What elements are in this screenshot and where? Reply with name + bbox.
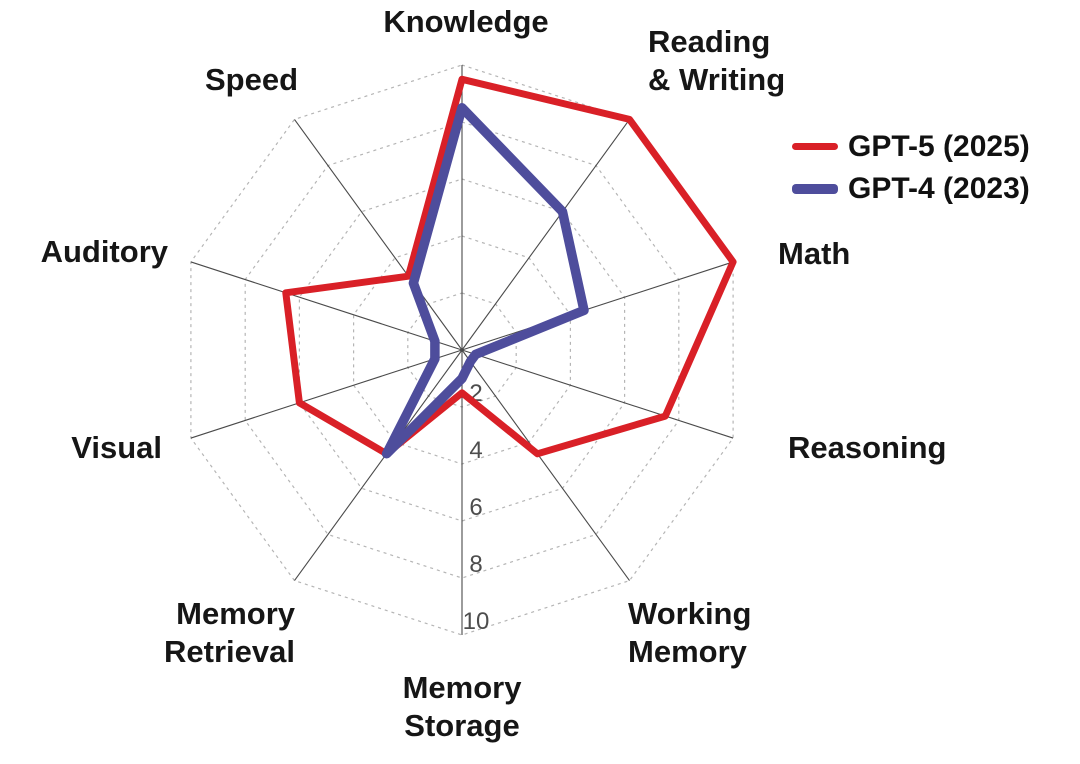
legend-item-gpt4: GPT-4 (2023)	[792, 172, 1030, 205]
gpt4-line-swatch	[792, 183, 838, 194]
chart-legend: GPT-5 (2025) GPT-4 (2023)	[792, 130, 1030, 205]
series-line-gpt5	[282, 75, 737, 458]
legend-label-gpt4: GPT-4 (2023)	[848, 172, 1030, 205]
category-label: Reading& Writing	[648, 24, 785, 97]
category-label: Auditory	[41, 234, 169, 269]
radial-tick-label: 4	[469, 437, 482, 464]
radial-tick-label: 6	[469, 494, 482, 521]
grid-spoke	[190, 261, 463, 351]
series-line-gpt4	[381, 103, 589, 459]
grid-spoke	[461, 349, 734, 439]
category-label: Speed	[205, 62, 298, 97]
grid-ring	[298, 178, 626, 522]
category-label: Visual	[71, 430, 162, 465]
gpt5-line-swatch	[792, 143, 838, 150]
category-label: Math	[778, 236, 850, 271]
grid-spoke	[294, 119, 463, 351]
category-label: Reasoning	[788, 430, 946, 465]
grid-spoke	[461, 119, 630, 351]
radial-tick-label: 10	[463, 608, 490, 635]
legend-label-gpt5: GPT-5 (2025)	[848, 130, 1030, 163]
grid-spoke	[294, 349, 463, 581]
radial-tick-label: 8	[469, 551, 482, 578]
grid-spoke	[190, 349, 463, 439]
grid-spoke	[461, 261, 734, 351]
legend-item-gpt5: GPT-5 (2025)	[792, 130, 1030, 163]
grid-spoke	[461, 349, 630, 581]
category-label: Knowledge	[383, 4, 548, 39]
